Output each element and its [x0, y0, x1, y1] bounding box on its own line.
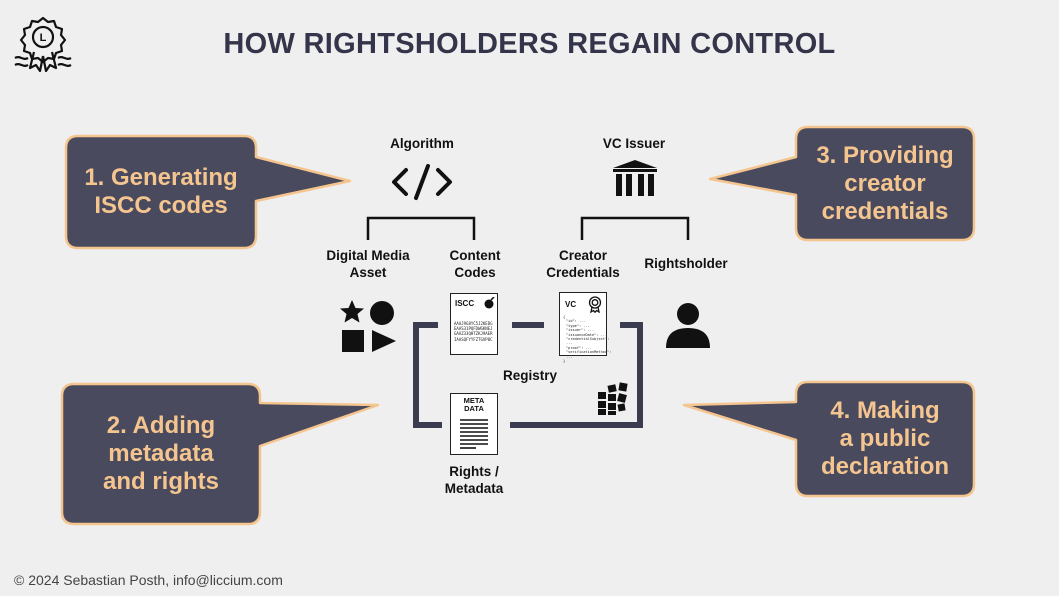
bracket-lines — [366, 216, 690, 240]
page-title: HOW RIGHTSHOLDERS REGAIN CONTROL — [223, 28, 836, 60]
blocks-icon — [598, 382, 628, 415]
iscc-code-lines: AAAJ9G8YC5J2KEDG EAAS31PQFDWGKNEJ GAAZ33… — [454, 321, 493, 342]
iscc-line: GAAZ33QHTZKJ9AER — [454, 331, 493, 337]
callout-3-shape — [708, 125, 976, 242]
vc-line: "issuer": ... — [566, 328, 595, 333]
rights-metadata-label: Rights / Metadata — [444, 464, 504, 496]
vc-line: "id": ... — [566, 319, 586, 324]
callout-3-text: 3. Providing creator credentials — [816, 141, 954, 225]
iscc-line: EAAS31PQFDWGKNEJ — [454, 326, 493, 332]
iscc-line: IAASQFYYFZTGVP8C — [454, 336, 493, 342]
callout-1-text: 1. Generating ISCC codes — [84, 164, 238, 219]
key-badge-icon — [484, 297, 495, 309]
institution-columns-icon — [613, 160, 657, 196]
vc-line: "type": ... — [566, 323, 590, 328]
vc-line: "issuanceDate": ... — [566, 332, 608, 337]
iscc-line: AAAJ9G8YC5J2KEDG — [454, 321, 493, 326]
footer-copyright: © 2024 Sebastian Posth, info@liccium.com — [14, 572, 283, 588]
vc-line: "proof": ... — [566, 345, 592, 350]
seal-icon — [588, 296, 602, 313]
vc-json-lines: { "id": ... "type": ... "issuer": ... "i… — [563, 315, 611, 363]
vc-line: { — [563, 315, 566, 319]
algorithm-label: Algorithm — [390, 136, 454, 151]
digital-media-asset-label: Digital Media Asset — [326, 248, 410, 280]
content-codes-label: Content Codes — [449, 248, 501, 280]
vc-document: VC { "id": ... "type": ... "issuer": ...… — [559, 292, 611, 363]
vc-line: } — [563, 359, 566, 364]
callout-4-text: 4. Making a public declaration — [820, 397, 950, 480]
text-lines-icon — [460, 419, 488, 449]
callout-2-text: 2. Adding metadata and rights — [102, 412, 219, 495]
registry-frame — [413, 322, 643, 428]
callout-1-shape — [64, 134, 352, 250]
creator-credentials-label: Creator Credentials — [546, 248, 620, 280]
vc-line: "credentialSubject": ... — [566, 337, 610, 346]
metadata-document: META DATA — [450, 393, 498, 455]
person-icon — [666, 303, 710, 348]
iscc-doc-title: ISCC — [455, 299, 475, 308]
shapes-icon — [340, 300, 396, 352]
rosette-seal-icon: L — [14, 16, 72, 73]
vc-line: "verificationMethod": ... — [566, 350, 612, 359]
vc-issuer-label: VC Issuer — [602, 136, 666, 151]
vc-doc-title: VC — [565, 300, 577, 309]
registry-label: Registry — [502, 368, 558, 383]
metadata-doc-title: META DATA — [463, 396, 485, 413]
svg-text:L: L — [40, 32, 47, 44]
callout-4-shape — [682, 380, 976, 498]
code-brackets-icon — [392, 164, 452, 200]
callout-2-shape — [60, 382, 380, 526]
iscc-document: ISCC AAAJ9G8YC5J2KEDG EAAS31PQFDWGKNEJ G… — [450, 293, 498, 355]
rightsholder-label: Rightsholder — [644, 256, 728, 271]
